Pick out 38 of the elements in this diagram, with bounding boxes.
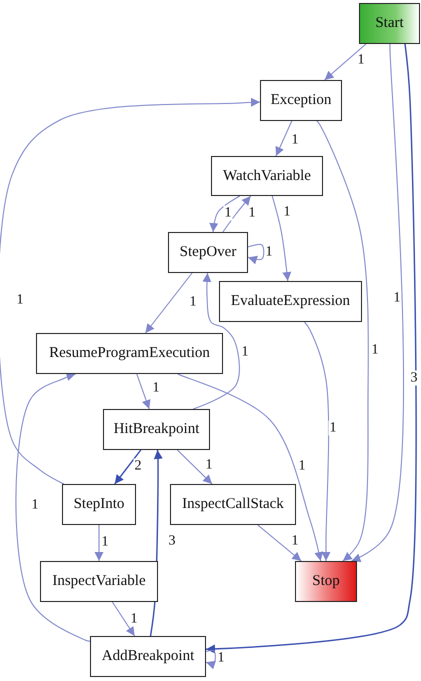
arrow [209, 196, 240, 232]
arrow [276, 120, 292, 156]
arrow [206, 43, 417, 654]
arrow [0, 98, 260, 484]
stop-box: Stop [295, 561, 357, 602]
arrow [144, 272, 193, 334]
arrow [316, 120, 369, 562]
process-box: WatchVariable [211, 156, 323, 196]
arrow [15, 372, 90, 642]
process-box: AddBreakpoint [90, 636, 206, 677]
arrow [114, 450, 142, 484]
process-box: EvaluateExpression [219, 281, 362, 322]
arrow [136, 374, 150, 410]
edge-label: 1 [328, 420, 338, 436]
arrow [176, 450, 213, 484]
process-box: HitBreakpoint [103, 409, 210, 450]
arrow [192, 272, 240, 410]
process-box: StepOver [168, 232, 248, 273]
arrow [177, 374, 324, 562]
arrow [206, 650, 216, 670]
process-box: InspectCallStack [170, 484, 296, 525]
arrow [257, 524, 302, 562]
edge-label: 1 [130, 612, 138, 626]
process-box: StepInto [62, 484, 136, 525]
edge-label: 1 [224, 206, 232, 220]
start-box: Start [359, 3, 420, 44]
arrow [222, 196, 252, 232]
arrow [248, 244, 264, 264]
arrow [94, 524, 104, 562]
arrow [112, 602, 136, 636]
process-box: ResumeProgramExecution [36, 333, 223, 374]
arrow [272, 196, 292, 282]
arrow [304, 322, 330, 562]
process-box: InspectVariable [40, 561, 158, 602]
edge-label: 3 [410, 370, 418, 386]
arrow [350, 44, 404, 562]
process-box: Exception [260, 80, 342, 121]
arrow [324, 44, 366, 80]
